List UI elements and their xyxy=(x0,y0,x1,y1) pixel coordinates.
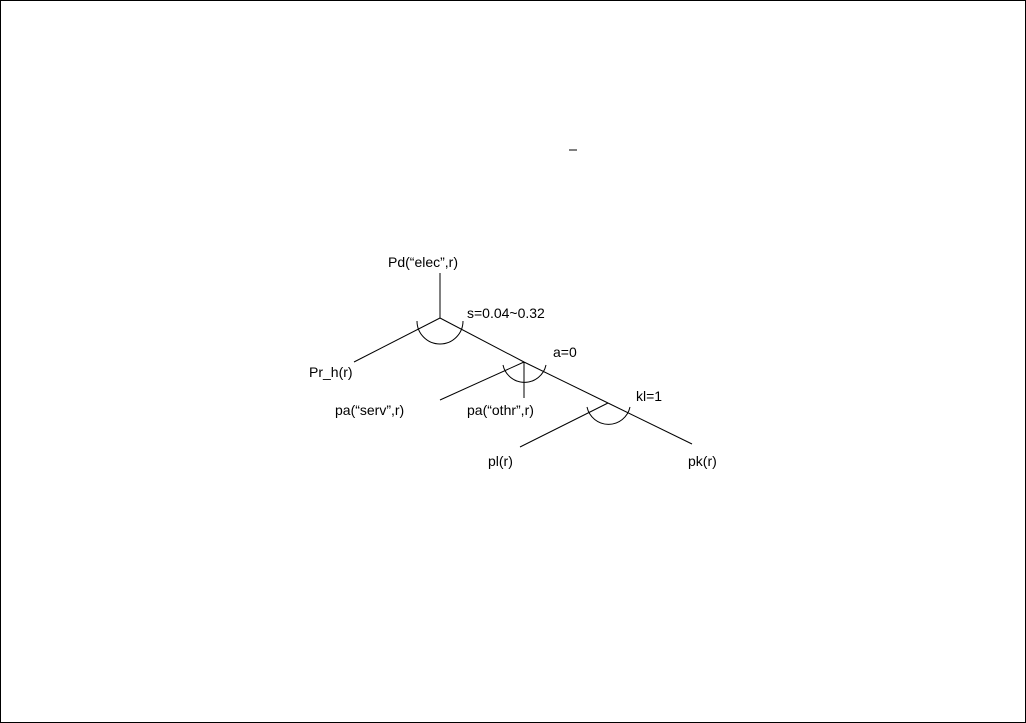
param-a-label: a=0 xyxy=(553,344,577,360)
param-kl-label: kl=1 xyxy=(636,388,662,404)
nest-arc-a xyxy=(502,364,547,383)
node-pk-label: pk(r) xyxy=(688,453,717,469)
node-pl-label: pl(r) xyxy=(488,453,513,469)
node-serv-label: pa(“serv”,r) xyxy=(335,402,404,418)
node-othr-label: pa(“othr”,r) xyxy=(467,402,534,418)
edge-node2-node3 xyxy=(523,361,609,404)
edge-pl xyxy=(519,402,609,448)
edge-pr-h xyxy=(353,317,441,363)
nest-arc-kl xyxy=(586,406,631,425)
edge-node1-node2 xyxy=(439,317,525,363)
edge-serv xyxy=(439,361,525,401)
node-root-label: Pd(“elec”,r) xyxy=(388,254,458,270)
nest-arc-s xyxy=(416,320,464,345)
node-pr-h-label: Pr_h(r) xyxy=(309,364,353,380)
param-s-label: s=0.04~0.32 xyxy=(467,305,545,321)
edge-pk xyxy=(607,402,693,445)
